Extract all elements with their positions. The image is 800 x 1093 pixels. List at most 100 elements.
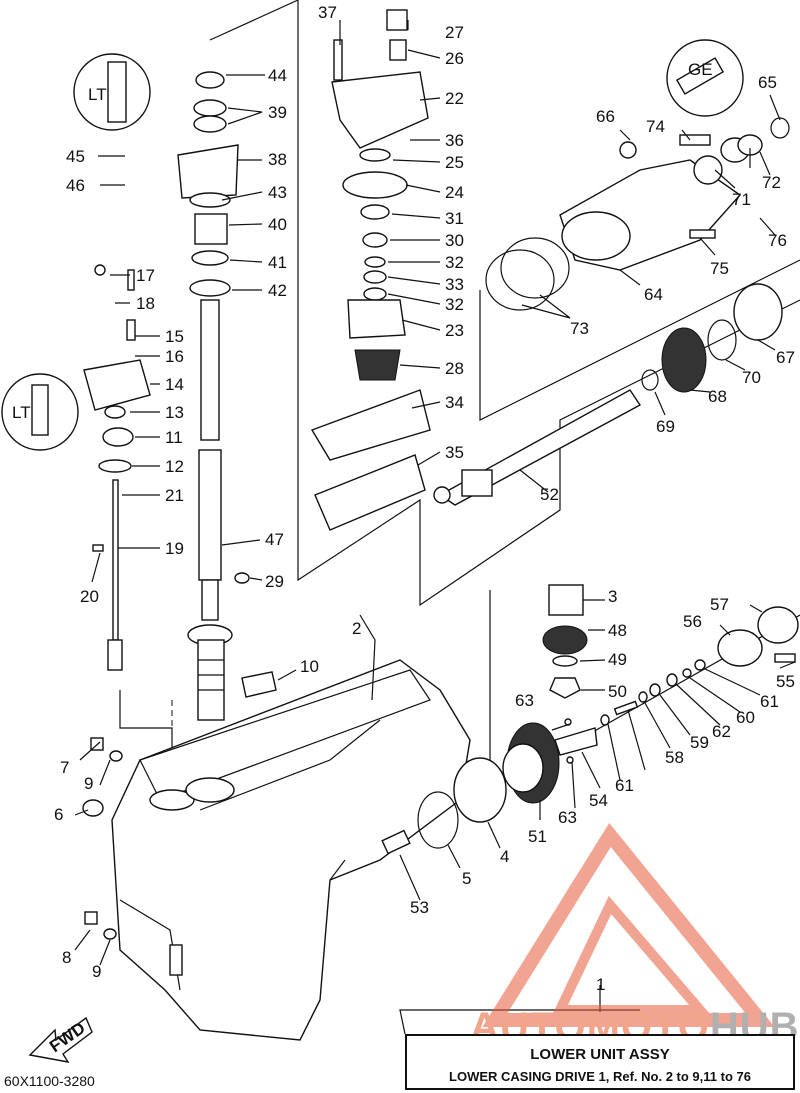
callout-12: 12: [165, 457, 184, 476]
watermark-logo: [482, 822, 775, 1027]
callout-41: 41: [268, 253, 287, 272]
callout-37: 37: [318, 3, 337, 22]
callout-23: 23: [445, 321, 464, 340]
callout-49: 49: [608, 650, 627, 669]
upper-bearing-stack: [177, 71, 239, 297]
callout-45: 45: [66, 147, 85, 166]
callout-72: 72: [762, 173, 781, 192]
callout-6: 6: [54, 805, 63, 824]
callout-22: 22: [445, 89, 464, 108]
callout-4: 4: [500, 847, 509, 866]
callout-31: 31: [445, 209, 464, 228]
callout-57: 57: [710, 595, 729, 614]
callout-52: 52: [540, 485, 559, 504]
callout-76: 76: [768, 231, 787, 250]
callout-34: 34: [445, 393, 464, 412]
inset-mark: GE: [688, 60, 713, 79]
forward-arrow-icon: FWD: [28, 1016, 93, 1063]
callout-32: 32: [445, 253, 464, 272]
callout-58: 58: [665, 748, 684, 767]
callout-33: 33: [445, 275, 464, 294]
callout-38: 38: [268, 150, 287, 169]
sealant-inset-2: LT: [1, 373, 79, 451]
callout-65: 65: [758, 73, 777, 92]
callout-27: 27: [445, 23, 464, 42]
callout-51: 51: [528, 827, 547, 846]
leader-lines: [74, 20, 796, 1012]
callout-62: 62: [712, 722, 731, 741]
callout-15: 15: [165, 327, 184, 346]
callout-32b: 32: [445, 295, 464, 314]
inset-mark: LT: [88, 85, 107, 104]
callout-25: 25: [445, 153, 464, 172]
callout-26: 26: [445, 49, 464, 68]
callout-60: 60: [736, 708, 755, 727]
callout-75: 75: [710, 259, 729, 278]
callout-3: 3: [608, 587, 617, 606]
callout-59: 59: [690, 733, 709, 752]
callout-69: 69: [656, 417, 675, 436]
callout-56: 56: [683, 612, 702, 631]
sealant-inset-1: LT: [73, 53, 151, 131]
callout-63b: 63: [558, 808, 577, 827]
callout-40: 40: [268, 215, 287, 234]
water-pump-stack: [310, 9, 431, 531]
callout-7: 7: [60, 758, 69, 777]
gear-and-bearing-parts: [381, 584, 799, 855]
callout-1: 1: [596, 975, 605, 994]
callout-64: 64: [644, 285, 663, 304]
callout-13: 13: [165, 403, 184, 422]
callout-11: 11: [165, 428, 183, 447]
callout-18: 18: [136, 294, 155, 313]
drawing-code: 60X1100-3280: [4, 1073, 95, 1089]
callout-43: 43: [268, 183, 287, 202]
assembly-title: LOWER UNIT ASSY: [530, 1046, 670, 1063]
callout-14: 14: [165, 375, 184, 394]
inset-mark: LT: [12, 403, 31, 422]
title-block: LOWER UNIT ASSY LOWER CASING DRIVE 1, Re…: [405, 1034, 795, 1090]
callout-47: 47: [265, 530, 284, 549]
callout-10: 10: [300, 657, 319, 676]
callout-61: 61: [760, 692, 779, 711]
callout-73: 73: [570, 319, 589, 338]
callout-54: 54: [589, 791, 608, 810]
callout-44: 44: [268, 66, 287, 85]
drive-shaft-part: [187, 299, 233, 721]
callout-61b: 61: [615, 776, 634, 795]
callout-35: 35: [445, 443, 464, 462]
shift-rod-assembly: [83, 264, 151, 671]
callout-39: 39: [268, 103, 287, 122]
callout-30: 30: [445, 231, 464, 250]
callout-42: 42: [268, 281, 287, 300]
callout-29: 29: [265, 572, 284, 591]
casing-small-parts: [82, 544, 277, 940]
callout-21: 21: [165, 486, 184, 505]
grease-inset: GE: [666, 39, 744, 117]
assembly-subtitle: LOWER CASING DRIVE 1, Ref. No. 2 to 9,11…: [449, 1069, 751, 1084]
callout-17: 17: [136, 266, 155, 285]
callout-19: 19: [165, 539, 184, 558]
callout-16: 16: [165, 347, 184, 366]
callout-5: 5: [462, 869, 471, 888]
callout-53: 53: [410, 898, 429, 917]
callout-9: 9: [84, 774, 93, 793]
callout-36: 36: [445, 131, 464, 150]
callout-55: 55: [776, 672, 795, 691]
callout-66: 66: [596, 107, 615, 126]
callout-46: 46: [66, 176, 85, 195]
callout-63: 63: [515, 691, 534, 710]
callout-70: 70: [742, 368, 761, 387]
callout-2: 2: [352, 619, 361, 638]
callout-48: 48: [608, 621, 627, 640]
propeller-shaft-housing: [433, 117, 790, 506]
callout-labels: 37 27 26 22 36 25 24 31 30 32 33 32 23 2…: [54, 3, 795, 994]
callout-68: 68: [708, 387, 727, 406]
callout-8: 8: [62, 948, 71, 967]
callout-71: 71: [732, 190, 751, 209]
callout-28: 28: [445, 359, 464, 378]
callout-9b: 9: [92, 962, 101, 981]
callout-67: 67: [776, 348, 795, 367]
callout-74: 74: [646, 117, 665, 136]
